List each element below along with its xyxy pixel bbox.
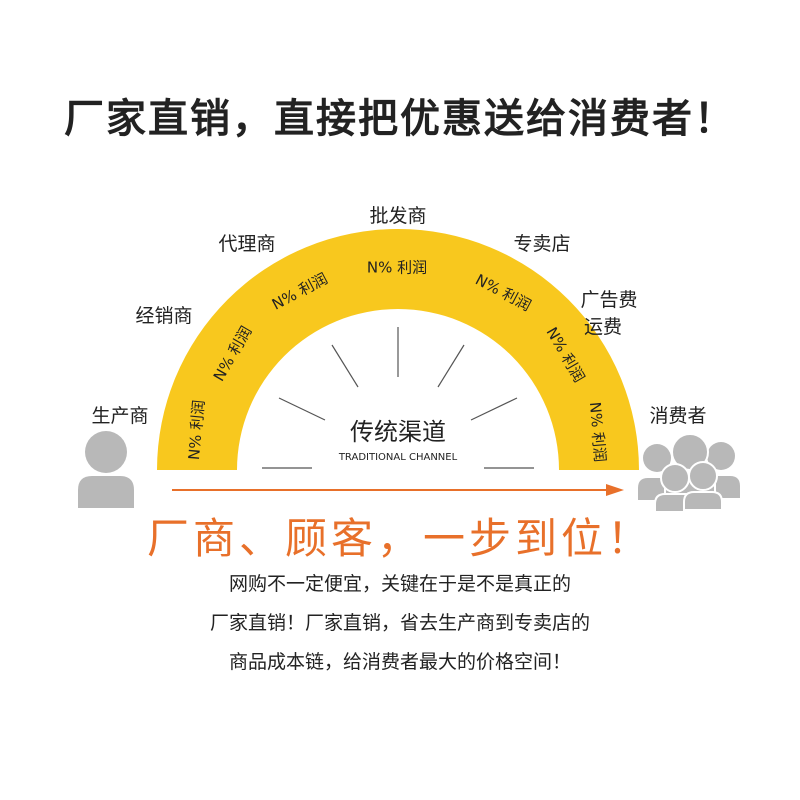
- arrow-head-icon: [606, 484, 624, 496]
- svg-text:N% 利润: N% 利润: [185, 399, 208, 461]
- ray: [470, 397, 518, 421]
- sunburst-rays: [262, 327, 534, 469]
- svg-text:N% 利润: N% 利润: [367, 259, 427, 277]
- description-line-1: 网购不一定便宜，关键在于是不是真正的: [229, 573, 571, 595]
- ray: [278, 397, 326, 421]
- profit-label-7: N% 利润: [586, 401, 609, 463]
- svg-text:N% 利润: N% 利润: [586, 401, 609, 463]
- center-subtitle: TRADITIONAL CHANNEL: [338, 452, 458, 463]
- person-icon: [78, 431, 134, 508]
- stage-distributor: 经销商: [135, 305, 192, 327]
- ray: [331, 344, 359, 388]
- stage-wholesaler: 批发商: [369, 205, 426, 227]
- center-title: 传统渠道: [350, 418, 446, 446]
- profit-label-1: N% 利润: [185, 399, 208, 461]
- people-group-icon: [638, 433, 740, 513]
- slogan: 厂商、顾客，一步到位！: [147, 514, 653, 563]
- profit-label-4: N% 利润: [367, 259, 427, 277]
- stage-shipping-fee: 运费: [584, 316, 622, 338]
- stage-store: 专卖店: [513, 233, 570, 255]
- description-line-3: 商品成本链，给消费者最大的价格空间！: [229, 651, 571, 673]
- stage-ad-fee: 广告费: [580, 289, 637, 311]
- stage-agent: 代理商: [218, 233, 275, 255]
- stage-consumer: 消费者: [649, 405, 706, 427]
- page-title: 厂家直销，直接把优惠送给消费者！: [64, 96, 736, 142]
- ray: [437, 344, 465, 388]
- channel-arch: [157, 229, 639, 470]
- stage-producer: 生产商: [91, 405, 148, 427]
- description-line-2: 厂家直销！厂家直销，省去生产商到专卖店的: [210, 612, 590, 634]
